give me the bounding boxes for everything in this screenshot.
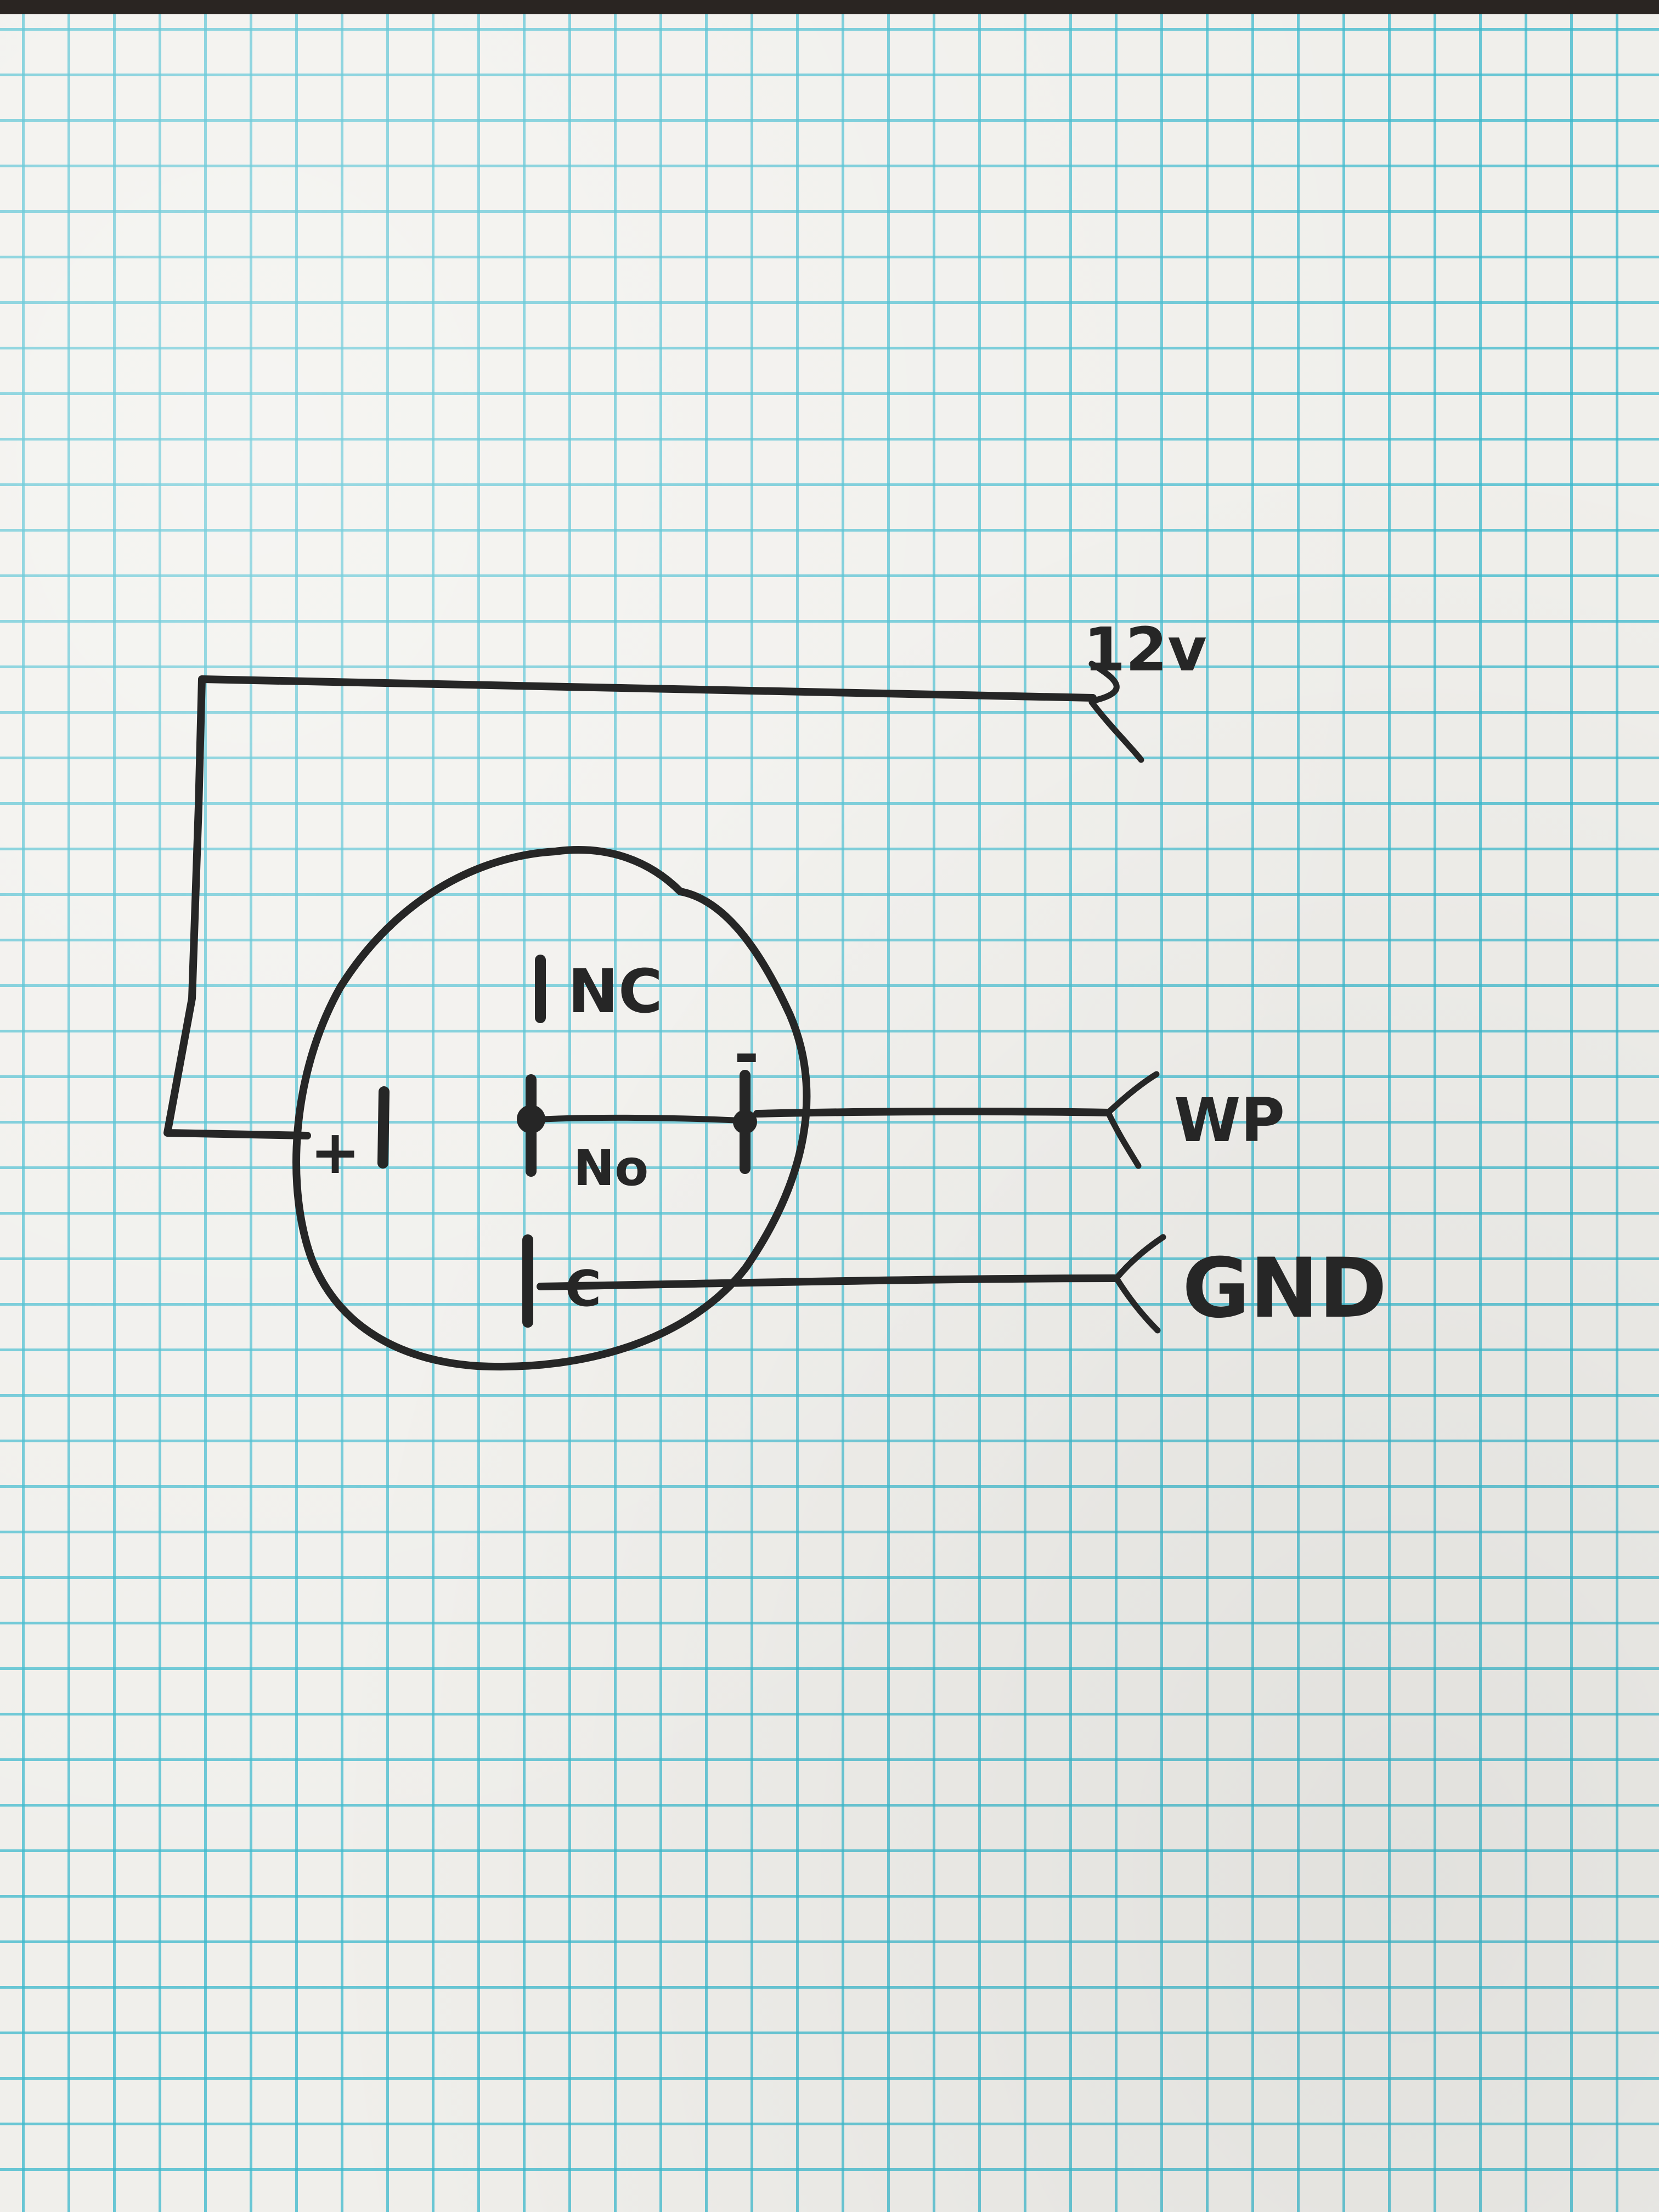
label-gnd: GND bbox=[1182, 1241, 1387, 1336]
supply-wire-terminal bbox=[1088, 661, 1144, 763]
no-terminal-dot bbox=[517, 1105, 545, 1133]
no-to-minus-jumper bbox=[540, 1114, 738, 1124]
supply-wire bbox=[163, 675, 1097, 1139]
gnd-wire-terminal bbox=[1113, 1234, 1166, 1334]
label-no: No bbox=[573, 1139, 648, 1197]
wp-wire-terminal bbox=[1105, 1071, 1160, 1169]
gnd-wire bbox=[537, 1274, 1120, 1290]
label-plus-terminal: + bbox=[310, 1117, 360, 1187]
label-12v: 12v bbox=[1084, 614, 1207, 685]
plus-terminal-bar bbox=[377, 1086, 390, 1169]
label-wp: WP bbox=[1174, 1085, 1285, 1155]
minus-terminal-dot bbox=[733, 1110, 757, 1134]
label-nc: NC bbox=[568, 956, 663, 1026]
switch-body-circle bbox=[292, 846, 811, 1371]
wp-wire bbox=[753, 1107, 1112, 1118]
